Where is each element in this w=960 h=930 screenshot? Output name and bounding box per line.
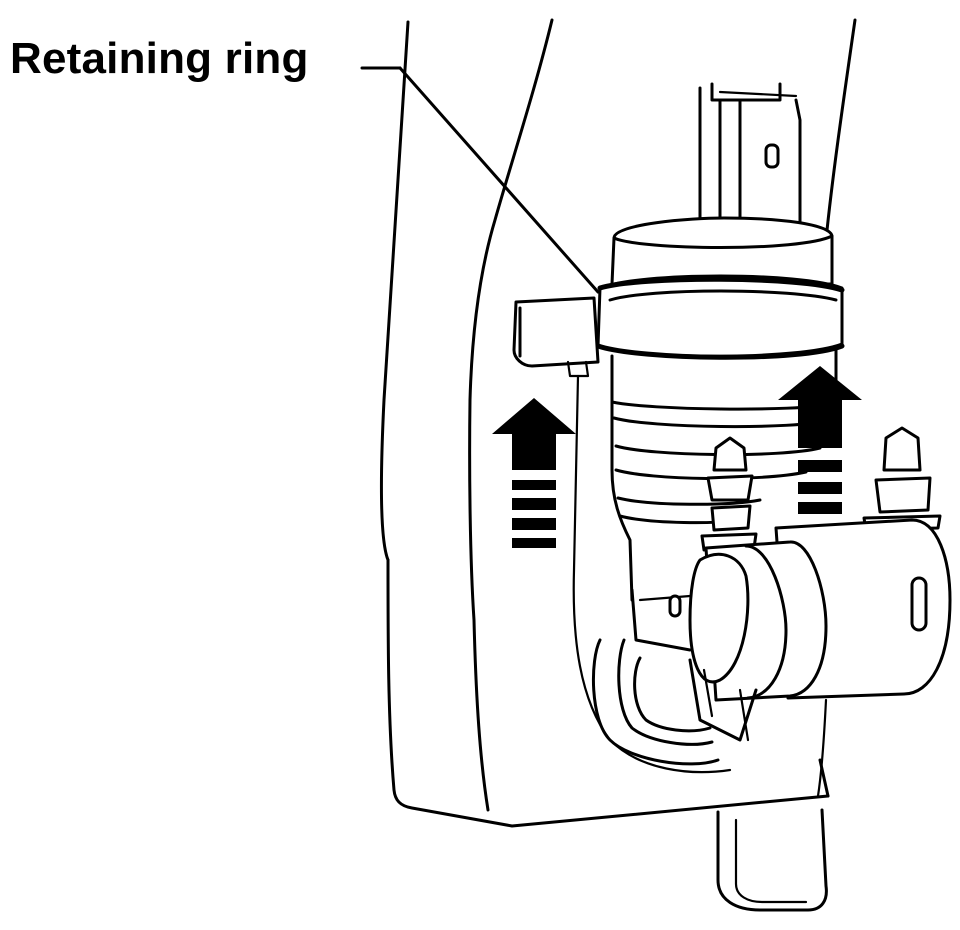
reservoir-spout <box>716 808 828 912</box>
up-arrow-icon <box>778 366 862 514</box>
hose-nozzle-top <box>700 436 758 552</box>
retaining-ring-label: Retaining ring <box>10 34 309 83</box>
callout-leader-line <box>360 66 600 294</box>
reservoir-body <box>379 18 857 828</box>
electrical-connector <box>698 82 810 232</box>
pump-outlet <box>688 540 828 702</box>
retaining-ring <box>595 274 845 360</box>
pump-seal-grommet <box>592 588 758 766</box>
pump-motor-cap <box>610 216 834 286</box>
up-arrow-icon <box>492 398 576 548</box>
